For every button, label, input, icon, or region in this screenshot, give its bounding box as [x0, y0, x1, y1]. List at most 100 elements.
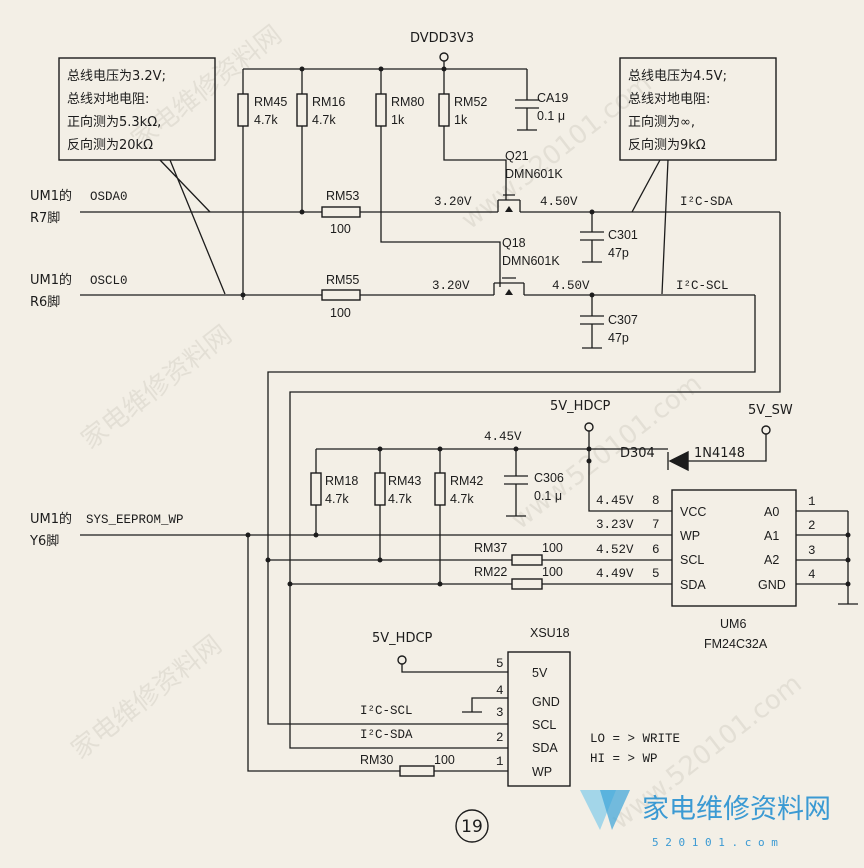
osda-pin-label: UM1的	[30, 188, 72, 204]
hdcp-terminal	[584, 422, 594, 432]
sda-right-voltage: 4.50V	[540, 195, 578, 209]
wp-signal-label: SYS_EEPROM_WP	[86, 513, 184, 527]
connector-pin-name: SDA	[532, 741, 558, 755]
eeprom-pin-num: 3	[808, 544, 816, 558]
vcc-node-voltage: 4.45V	[484, 430, 522, 444]
hdcp-rail-label: 5V_HDCP	[550, 399, 611, 414]
pin5-voltage: 4.49V	[596, 567, 634, 581]
scl-left-voltage: 3.20V	[432, 279, 470, 293]
ca19-value: 0.1 μ	[537, 109, 565, 123]
rm45-ref: RM45	[254, 95, 287, 109]
d304-ref: D304	[620, 446, 655, 461]
resistor-rm16	[296, 93, 308, 127]
site-logo: 家电维修资料网 5 2 0 1 0 1 . c o m	[580, 790, 831, 849]
dvdd-terminal	[439, 52, 449, 62]
rm55-value: 100	[330, 306, 351, 320]
eeprom-pin-num: 5	[652, 567, 660, 581]
pin7-voltage: 3.23V	[596, 518, 634, 532]
rm37-ref: RM37	[474, 541, 507, 555]
right-note-line: 总线电压为4.5V;	[628, 69, 727, 84]
rm42-ref: RM42	[450, 474, 483, 488]
left-note-line: 总线电压为3.2V;	[67, 69, 166, 84]
left-note-line: 反向测为20kΩ	[67, 137, 153, 153]
watermark-text: 家电维修资料网	[76, 320, 238, 456]
watermark-text: 家电维修资料网	[66, 630, 228, 766]
resistor-rm37	[511, 554, 543, 566]
q18-part: DMN601K	[502, 254, 560, 268]
ca19-ref: CA19	[537, 91, 568, 105]
dvdd-rail-label: DVDD3V3	[410, 31, 474, 46]
eeprom-pin-name: A2	[764, 553, 779, 567]
connector-scl-label: I²C-SCL	[360, 704, 413, 718]
c301-value: 47p	[608, 246, 629, 260]
eeprom-ref: UM6	[720, 617, 746, 631]
left-note-line: 正向测为5.3kΩ,	[67, 114, 161, 130]
logo-text: 家电维修资料网	[642, 794, 831, 825]
rm42-value: 4.7k	[450, 492, 474, 506]
eeprom-pin-name: GND	[758, 578, 786, 592]
c307-value: 47p	[608, 331, 629, 345]
pin6-voltage: 4.52V	[596, 543, 634, 557]
wp-pin-label: UM1的	[30, 511, 72, 527]
connector-pin-num: 2	[496, 731, 504, 745]
oscl-pin-label: R6脚	[30, 294, 60, 310]
oscl-signal-label: OSCL0	[90, 274, 128, 288]
eeprom-pin-num: 6	[652, 543, 660, 557]
rm22-ref: RM22	[474, 565, 507, 579]
page-number: 19	[461, 817, 483, 837]
watermark-text: 家电维修资料网	[126, 20, 288, 156]
resistor-rm42	[434, 472, 446, 506]
connector-pin-name: SCL	[532, 718, 556, 732]
eeprom-pin-num: 4	[808, 568, 816, 582]
eeprom-pin-num: 8	[652, 494, 660, 508]
resistor-rm80	[375, 93, 387, 127]
eeprom-pin-name: A1	[764, 529, 779, 543]
resistor-rm53	[321, 206, 361, 218]
wp-pin-label: Y6脚	[29, 533, 59, 549]
eeprom-pin-name: VCC	[680, 505, 706, 519]
d304-part: 1N4148	[694, 446, 745, 461]
eeprom-pin-num: 7	[652, 518, 660, 532]
oscl-pin-label: UM1的	[30, 272, 72, 288]
connector-xsu18	[507, 651, 571, 787]
page-number-circle	[455, 809, 489, 843]
rm43-ref: RM43	[388, 474, 421, 488]
connector-pin-num: 3	[496, 706, 504, 720]
resistor-rm30	[399, 765, 435, 777]
rm43-value: 4.7k	[388, 492, 412, 506]
resistor-rm52	[438, 93, 450, 127]
connector-pin-name: GND	[532, 695, 560, 709]
eeprom-pin-num: 1	[808, 495, 816, 509]
rm30-ref: RM30	[360, 753, 393, 767]
right-note-line: 总线对地电阻:	[628, 92, 710, 107]
right-note-box	[619, 57, 777, 161]
rm16-ref: RM16	[312, 95, 345, 109]
osda-signal-label: OSDA0	[90, 190, 128, 204]
sw-terminal	[761, 425, 771, 435]
c306-value: 0.1 μ	[534, 489, 562, 503]
i2c-scl-label: I²C-SCL	[676, 279, 729, 293]
c301-ref: C301	[608, 228, 638, 242]
connector-sda-label: I²C-SDA	[360, 728, 413, 742]
rm16-value: 4.7k	[312, 113, 336, 127]
hdcp2-rail-label: 5V_HDCP	[372, 631, 433, 646]
c306-ref: C306	[534, 471, 564, 485]
eeprom-um6-chip	[671, 489, 797, 607]
logic-note-line: LO = > WRITE	[590, 732, 680, 746]
rm80-ref: RM80	[391, 95, 424, 109]
connector-pin-name: WP	[532, 765, 552, 779]
rm45-value: 4.7k	[254, 113, 278, 127]
osda-pin-label: R7脚	[30, 210, 60, 226]
rm18-ref: RM18	[325, 474, 358, 488]
logo-url: 5 2 0 1 0 1 . c o m	[652, 836, 778, 849]
resistor-rm55	[321, 289, 361, 301]
connector-pin-name: 5V	[532, 666, 548, 680]
eeprom-part: FM24C32A	[704, 637, 768, 651]
i2c-sda-label: I²C-SDA	[680, 195, 733, 209]
hdcp2-terminal	[397, 655, 407, 665]
rm18-value: 4.7k	[325, 492, 349, 506]
rm80-value: 1k	[391, 113, 405, 127]
rm53-ref: RM53	[326, 189, 359, 203]
